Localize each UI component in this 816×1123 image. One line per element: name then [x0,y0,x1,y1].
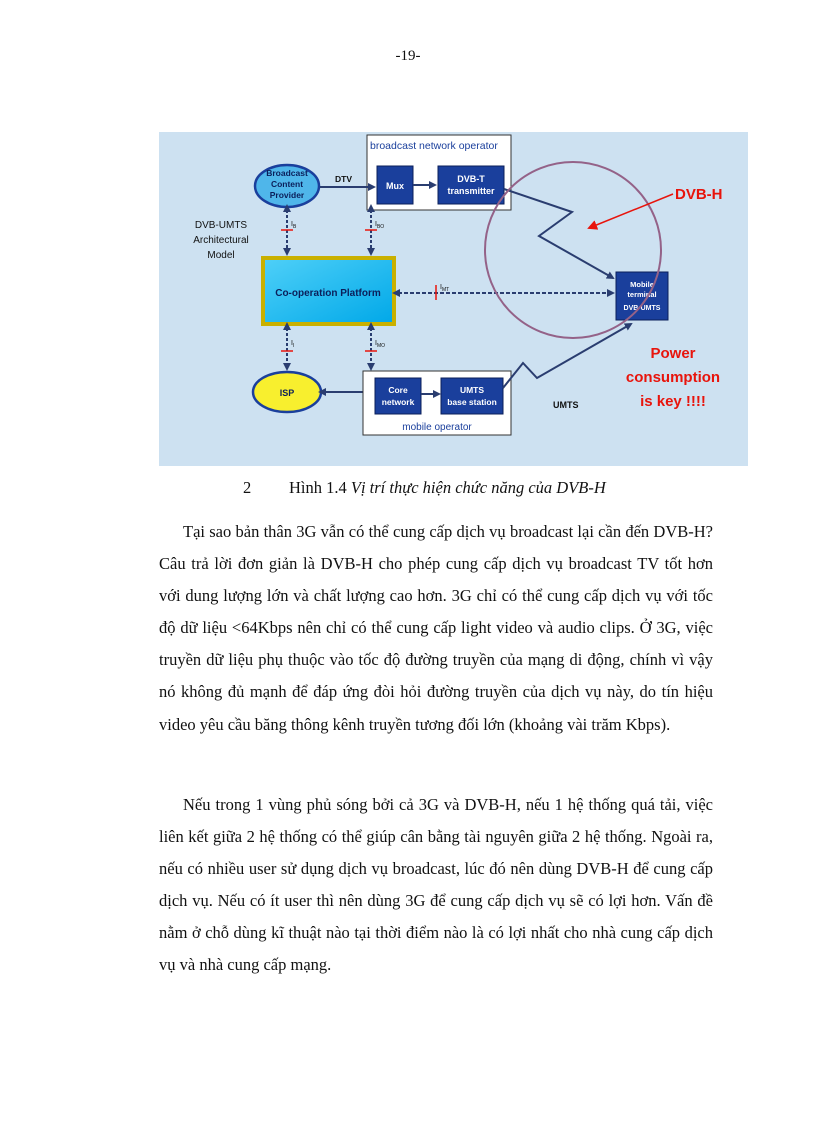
imo-label: IMO [375,340,385,349]
model-label-2: Architectural [193,235,249,246]
mobile-operator-label: mobile operator [402,422,472,433]
dtv-label: DTV [335,174,352,184]
caption-text: Hình 1.4 Vị trí thực hiện chức năng của … [289,478,606,498]
dvbh-callout: DVB-H [675,186,723,203]
power-callout-3: is key !!!! [640,393,706,410]
power-callout-2: consumption [626,369,720,386]
isp-label: ISP [280,388,295,398]
umts-base-station-box [440,377,504,415]
dvbt-label-2: transmitter [447,186,495,196]
umts-signal-zigzag [502,323,633,389]
umts-label: UMTS [553,400,579,410]
mobile-terminal-label-3: DVB-UMTS [624,305,661,312]
body-paragraph-1: Tại sao bản thân 3G vẫn có thể cung cấp … [159,522,713,734]
provider-label-3: Provider [270,190,305,200]
caption-prefix: Hình 1.4 [289,478,351,497]
provider-label-1: Broadcast [266,168,308,178]
caption-title: Vị trí thực hiện chức năng của DVB-H [350,478,606,497]
ibo-label: IBO [375,221,384,230]
base-station-label-2: base station [447,397,497,407]
core-network-box [374,377,422,415]
broadcast-operator-label: broadcast network operator [370,140,498,152]
caption-number: 2 [243,478,252,497]
body-paragraph-2: Nếu trong 1 vùng phủ sóng bởi cả 3G và D… [159,795,713,975]
mux-label: Mux [386,181,404,191]
page-number: -19- [395,48,421,64]
dvbt-label-1: DVB-T [457,174,485,184]
dvbt-transmitter-box [437,165,505,205]
dvbh-highlight-circle [484,161,662,339]
mux-box [376,165,414,205]
architecture-diagram: broadcast network operator Mux DVB-T tra… [159,132,748,466]
ib-label: IB [291,221,297,230]
mobile-terminal-label-1: Mobile [630,280,654,289]
imt-label: IMT [440,284,449,293]
base-station-label-1: UMTS [460,385,484,395]
power-callout-1: Power [650,345,695,362]
model-label-3: Model [207,250,234,261]
core-network-label-1: Core [388,385,408,395]
cooperation-platform-box [261,256,396,326]
provider-label-2: Content [271,179,303,189]
ii-label: II [291,340,294,349]
dvb-umts-architecture-figure: broadcast network operator Mux DVB-T tra… [159,132,748,466]
model-label-1: DVB-UMTS [195,220,248,231]
cooperation-platform-label: Co-operation Platform [275,288,381,299]
dvbh-signal-zigzag [503,188,615,279]
mobile-terminal-label-2: terminal [627,290,656,299]
dvbh-callout-arrow [587,193,674,230]
mobile-terminal-box [615,271,669,321]
core-network-label-2: network [382,397,415,407]
